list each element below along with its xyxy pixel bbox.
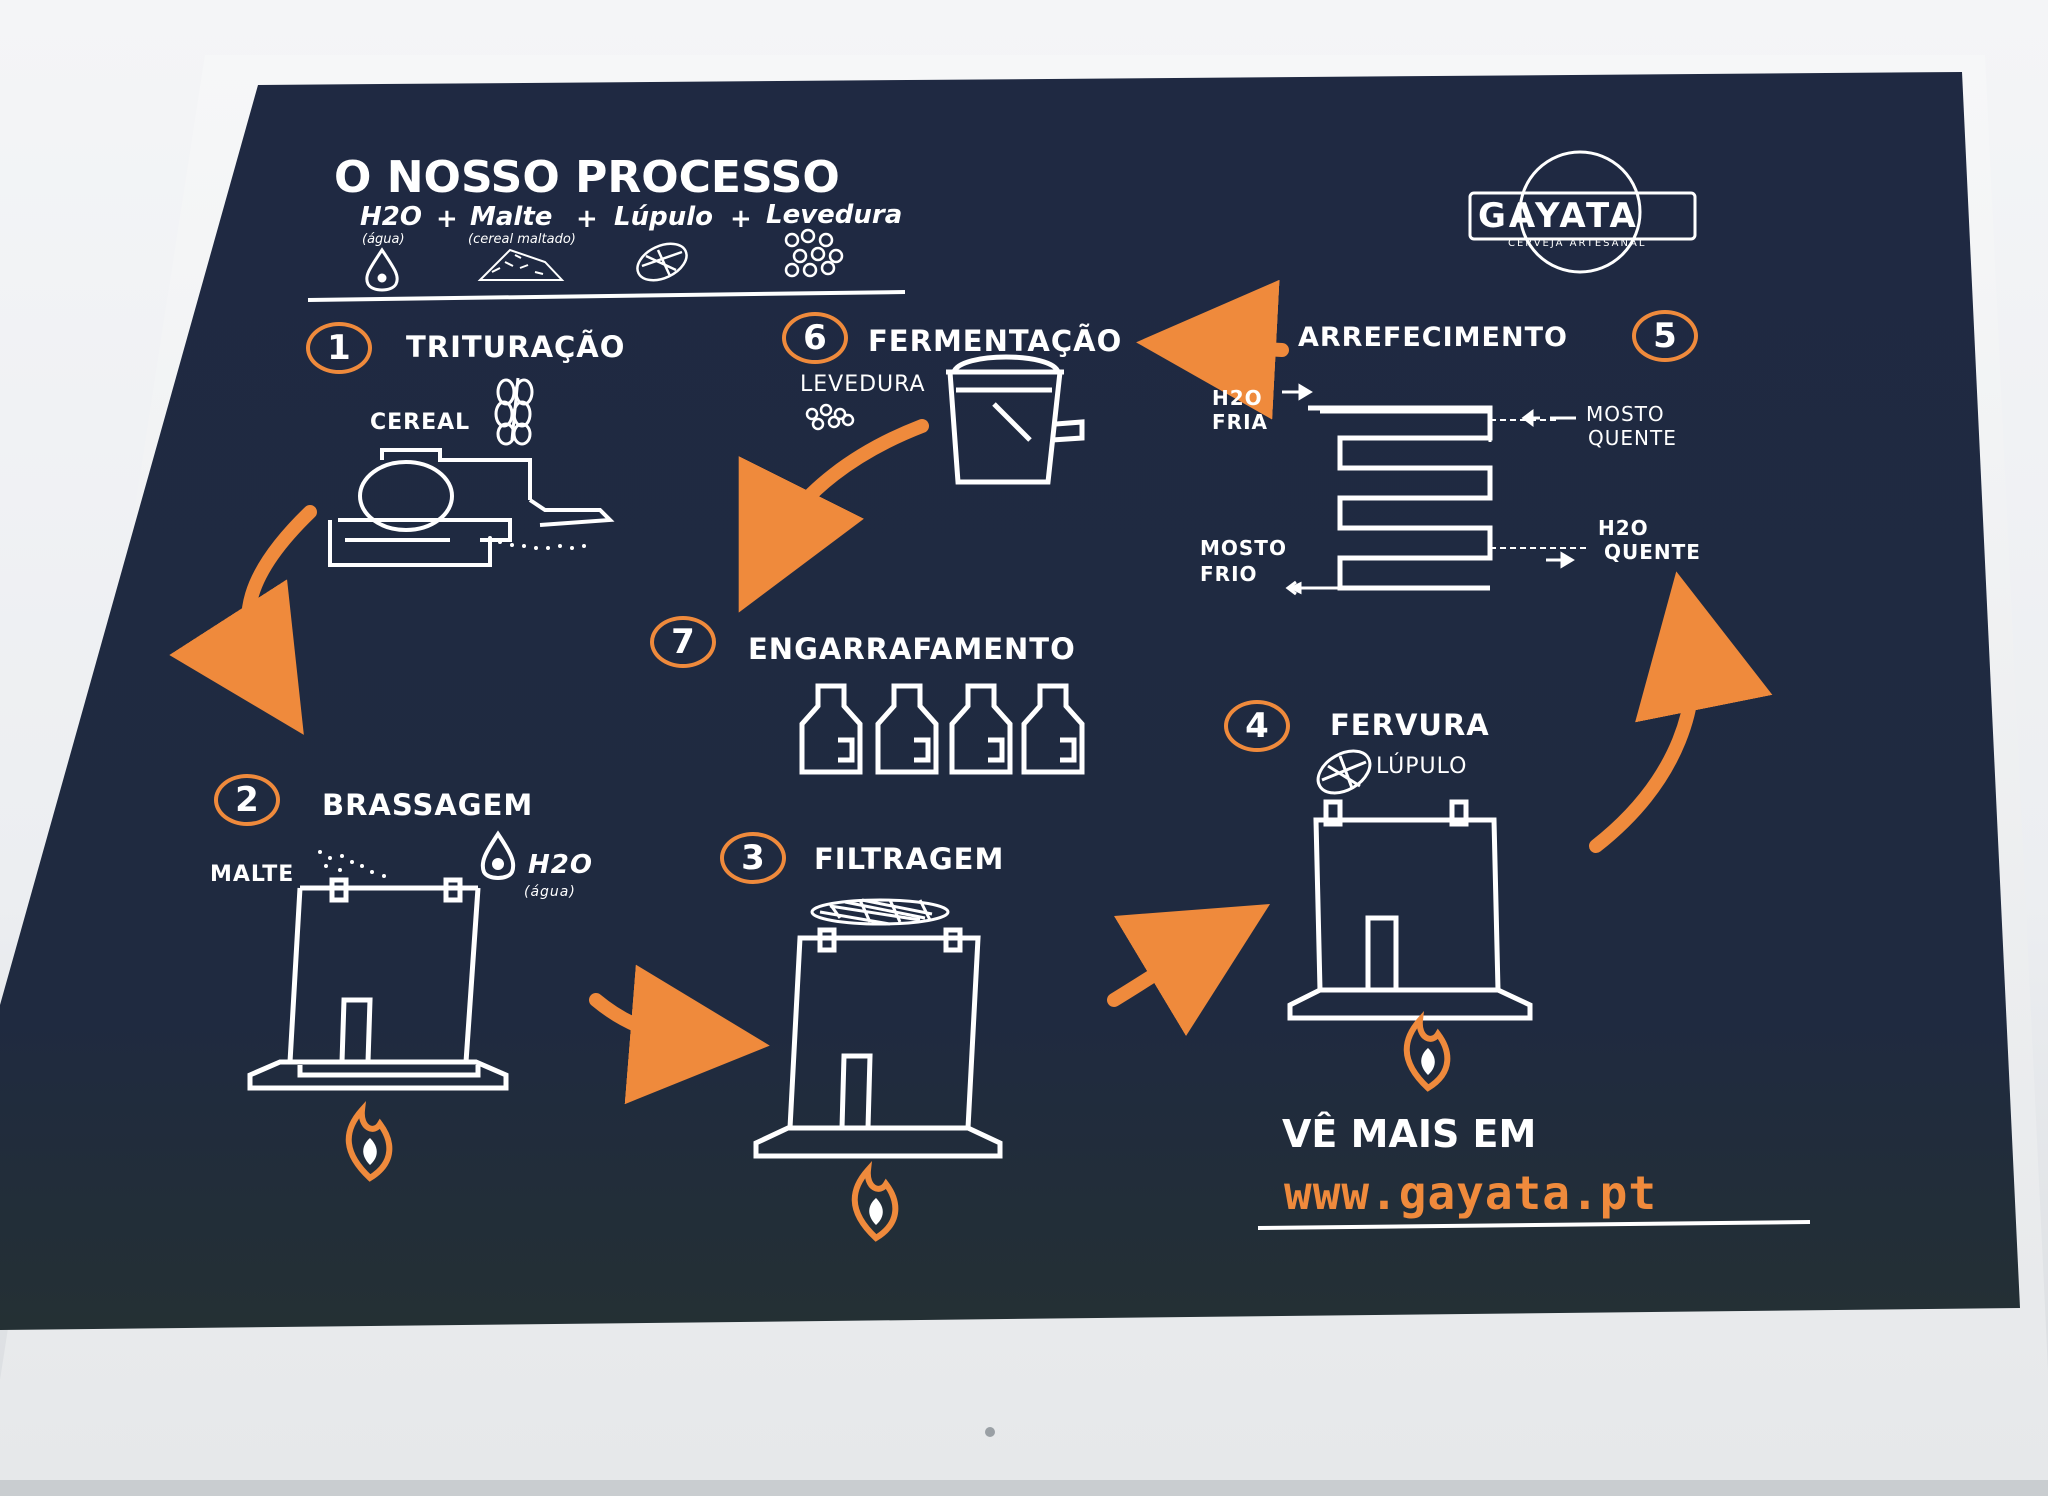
step-number-3: 3: [720, 832, 786, 884]
cold-water-label-1: H2O: [1212, 386, 1263, 410]
mill-icon: [328, 448, 615, 567]
arrow-5-to-6: [1136, 279, 1289, 420]
hot-water-label-2: QUENTE: [1604, 540, 1701, 564]
cooling-coil-icon: [1308, 405, 1493, 591]
plus-sign: +: [436, 204, 458, 234]
flame-icon: [345, 1100, 393, 1182]
water-note: (água): [524, 884, 576, 900]
step-label-brassagem: BRASSAGEM: [322, 788, 534, 822]
ingredient-water: H2O: [360, 202, 422, 232]
step-label-fervura: FERVURA: [1330, 708, 1490, 742]
step-number-1: 1: [306, 322, 372, 374]
cold-wort-label-2: FRIO: [1200, 562, 1258, 586]
flame-icon: [851, 1160, 899, 1242]
logo-name: GAYATA: [1478, 196, 1639, 236]
step-number-5: 5: [1632, 310, 1698, 362]
step-label-arrefecimento: ARREFECIMENTO: [1298, 322, 1568, 353]
bottle-icon: [1021, 683, 1085, 775]
water-drop-icon: [480, 830, 516, 880]
water-drop-icon: [365, 247, 399, 292]
flow-arrows: [1282, 383, 1576, 595]
arrow-6-to-7: [738, 419, 929, 613]
kettle-icon: [1287, 799, 1533, 1021]
step-label-fermentacao: FERMENTAÇÃO: [868, 324, 1123, 358]
kettle-2-shape: [297, 1065, 481, 1078]
malt-pile-icon: [477, 248, 565, 281]
yeast-icon: [805, 403, 855, 431]
hop-icon: [1316, 749, 1372, 795]
bottle-icon: [875, 683, 939, 775]
arrow-4-to-5: [1589, 571, 1773, 853]
cold-water-label-2: FRIA: [1212, 410, 1268, 434]
step-label-trituracao: TRITURAÇÃO: [406, 330, 626, 364]
see-more-label: VÊ MAIS EM: [1282, 1112, 1537, 1156]
arrow-3-to-4: [1107, 903, 1271, 1037]
cooling-coil-lines: [1320, 410, 1492, 442]
step-number-4: 4: [1224, 700, 1290, 752]
kettle-icon: [247, 877, 509, 1091]
screw-icon: [985, 1427, 995, 1437]
malt-label: MALTE: [210, 862, 295, 887]
fermenter-bucket-icon: [946, 354, 1085, 485]
malt-pile-icon: [318, 850, 386, 878]
hot-wort-label-1: MOSTO: [1586, 402, 1665, 426]
sieve-icon: [810, 898, 950, 926]
bottle-icon: [949, 683, 1013, 775]
hops-label: LÚPULO: [1376, 754, 1468, 779]
ingredient-malt: Malte: [470, 202, 553, 232]
ingredient-yeast: Levedura: [766, 200, 903, 230]
kettle-icon: [753, 927, 1003, 1159]
yeast-label: LEVEDURA: [800, 372, 926, 397]
coil-connectors: [1490, 419, 1590, 549]
logo-tagline: CERVEJA ARTESANAL: [1508, 238, 1647, 249]
arrow-2-to-3: [589, 964, 770, 1105]
yeast-icon: [784, 228, 844, 278]
step-number-2: 2: [214, 774, 280, 826]
ingredient-malt-note: (cereal maltado): [468, 232, 576, 247]
plus-sign: +: [576, 204, 598, 234]
ingredient-hops: Lúpulo: [614, 202, 713, 232]
hot-wort-label-2: QUENTE: [1588, 426, 1677, 450]
hop-icon: [636, 242, 688, 282]
gayata-logo: [1468, 150, 1697, 274]
cold-wort-label-1: MOSTO: [1200, 536, 1287, 560]
step-number-6: 6: [782, 312, 848, 364]
grain-spill: [488, 536, 586, 550]
step-label-engarrafamento: ENGARRAFAMENTO: [748, 632, 1076, 666]
step-number-7: 7: [650, 616, 716, 668]
step-label-filtragem: FILTRAGEM: [814, 842, 1005, 876]
hot-water-label-1: H2O: [1598, 516, 1649, 540]
cereal-label: CEREAL: [370, 410, 471, 435]
flame-icon: [1403, 1010, 1451, 1092]
water-label: H2O: [528, 850, 593, 880]
page-title: O NOSSO PROCESSO: [334, 152, 840, 203]
wheat-icon: [494, 377, 534, 446]
arrow-1-to-2: [169, 505, 317, 735]
ingredient-water-note: (água): [362, 232, 405, 247]
plus-sign: +: [730, 204, 752, 234]
website-link[interactable]: www.gayata.pt: [1284, 1166, 1658, 1220]
process-arrows: [169, 279, 1773, 1105]
bottle-icon: [799, 683, 863, 775]
